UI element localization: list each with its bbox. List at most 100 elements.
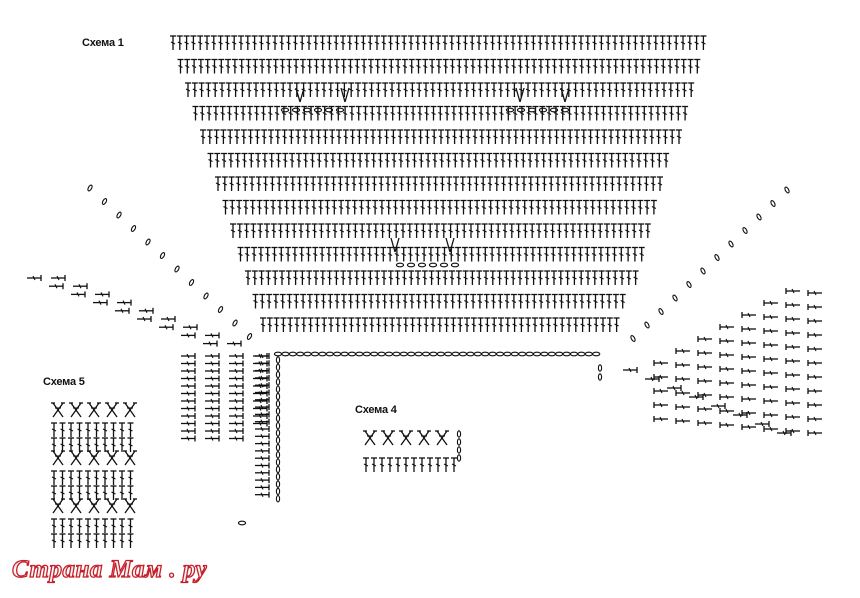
double-crochet-symbol <box>101 533 109 549</box>
double-crochet-symbol <box>548 223 557 239</box>
double-crochet-symbol <box>329 176 338 192</box>
double-crochet-symbol <box>475 35 483 51</box>
double-crochet-symbol <box>287 129 296 145</box>
double-crochet-symbol <box>472 176 481 192</box>
double-crochet-symbol <box>298 270 307 286</box>
chain-symbol <box>280 107 290 113</box>
double-crochet-symbol <box>315 152 323 169</box>
cross-stitch-symbol <box>104 450 120 466</box>
double-crochet-symbol <box>254 461 270 470</box>
double-crochet-symbol <box>521 223 530 239</box>
double-crochet-symbol <box>304 246 313 263</box>
double-crochet-symbol <box>507 199 515 216</box>
double-crochet-symbol <box>697 419 713 427</box>
double-crochet-symbol <box>523 293 532 310</box>
double-crochet-symbol <box>638 35 646 51</box>
double-crochet-symbol <box>58 533 67 549</box>
double-crochet-symbol <box>369 129 377 145</box>
double-crochet-symbol <box>292 293 300 310</box>
double-crochet-symbol <box>48 282 64 290</box>
double-crochet-symbol <box>415 82 423 98</box>
double-crochet-symbol <box>397 176 406 192</box>
double-crochet-symbol <box>50 518 58 534</box>
double-crochet-symbol <box>182 35 191 51</box>
double-crochet-symbol <box>675 403 691 411</box>
double-crochet-symbol <box>610 246 619 263</box>
double-crochet-symbol <box>296 199 304 216</box>
double-crochet-symbol <box>50 437 58 453</box>
double-crochet-symbol <box>246 105 254 122</box>
double-crochet-symbol <box>379 246 387 263</box>
double-crochet-symbol <box>536 270 545 286</box>
double-crochet-symbol <box>67 422 75 438</box>
double-crochet-symbol <box>654 105 662 122</box>
double-crochet-symbol <box>502 35 510 51</box>
chain-symbol <box>273 351 283 357</box>
double-crochet-symbol <box>521 199 529 216</box>
double-crochet-symbol <box>543 270 551 286</box>
double-crochet-symbol <box>226 339 242 348</box>
double-crochet-symbol <box>418 176 426 192</box>
double-crochet-symbol <box>518 129 527 145</box>
double-crochet-symbol <box>611 35 619 51</box>
double-crochet-symbol <box>101 422 109 438</box>
double-crochet-symbol <box>489 270 497 286</box>
double-crochet-symbol <box>402 105 410 122</box>
double-crochet-symbol <box>415 293 423 310</box>
double-crochet-symbol <box>364 199 372 216</box>
double-crochet-symbol <box>407 35 415 51</box>
double-crochet-symbol <box>248 176 256 192</box>
double-crochet-symbol <box>160 315 176 323</box>
chain-symbol <box>395 262 405 268</box>
double-crochet-symbol <box>291 246 299 263</box>
double-crochet-symbol <box>467 223 475 239</box>
double-crochet-symbol <box>228 352 244 360</box>
double-crochet-symbol <box>305 35 313 51</box>
double-crochet-symbol <box>386 457 394 473</box>
double-crochet-symbol <box>568 199 576 216</box>
double-crochet-symbol <box>659 58 667 75</box>
double-crochet-symbol <box>577 270 585 286</box>
double-crochet-symbol <box>570 270 579 286</box>
double-crochet-symbol <box>228 382 244 390</box>
double-crochet-symbol <box>373 270 381 286</box>
double-crochet-symbol <box>658 35 667 51</box>
double-crochet-symbol <box>67 485 75 501</box>
double-crochet-symbol <box>542 223 550 239</box>
double-crochet-symbol <box>763 299 779 307</box>
double-crochet-symbol <box>272 82 281 98</box>
double-crochet-symbol <box>276 199 284 216</box>
double-crochet-symbol <box>490 82 498 98</box>
double-crochet-symbol <box>327 82 335 98</box>
double-crochet-symbol <box>401 58 409 75</box>
double-crochet-symbol <box>254 447 270 455</box>
double-crochet-symbol <box>513 176 521 192</box>
double-crochet-symbol <box>50 422 58 438</box>
double-crochet-symbol <box>680 82 689 98</box>
double-crochet-symbol <box>365 223 373 239</box>
double-crochet-symbol <box>291 35 300 51</box>
double-crochet-symbol <box>244 58 253 75</box>
double-crochet-symbol <box>435 293 443 310</box>
cross-stitch-symbol <box>416 430 432 446</box>
double-crochet-symbol <box>101 485 109 501</box>
double-crochet-symbol <box>579 105 587 122</box>
double-crochet-symbol <box>214 176 222 192</box>
double-crochet-symbol <box>370 152 378 169</box>
double-crochet-symbol <box>349 152 357 169</box>
double-crochet-symbol <box>679 35 687 51</box>
double-crochet-symbol <box>630 223 638 239</box>
double-crochet-symbol <box>471 129 479 145</box>
double-crochet-symbol <box>675 361 691 369</box>
double-crochet-symbol <box>610 223 618 239</box>
chain-symbol <box>540 351 549 357</box>
double-crochet-symbol <box>563 270 572 286</box>
double-crochet-symbol <box>279 82 287 98</box>
double-crochet-symbol <box>357 199 366 216</box>
double-crochet-symbol <box>573 129 581 145</box>
double-crochet-symbol <box>576 223 584 239</box>
double-crochet-symbol <box>377 176 385 192</box>
double-crochet-symbol <box>72 282 88 290</box>
double-crochet-symbol <box>429 105 438 122</box>
double-crochet-symbol <box>228 419 244 428</box>
